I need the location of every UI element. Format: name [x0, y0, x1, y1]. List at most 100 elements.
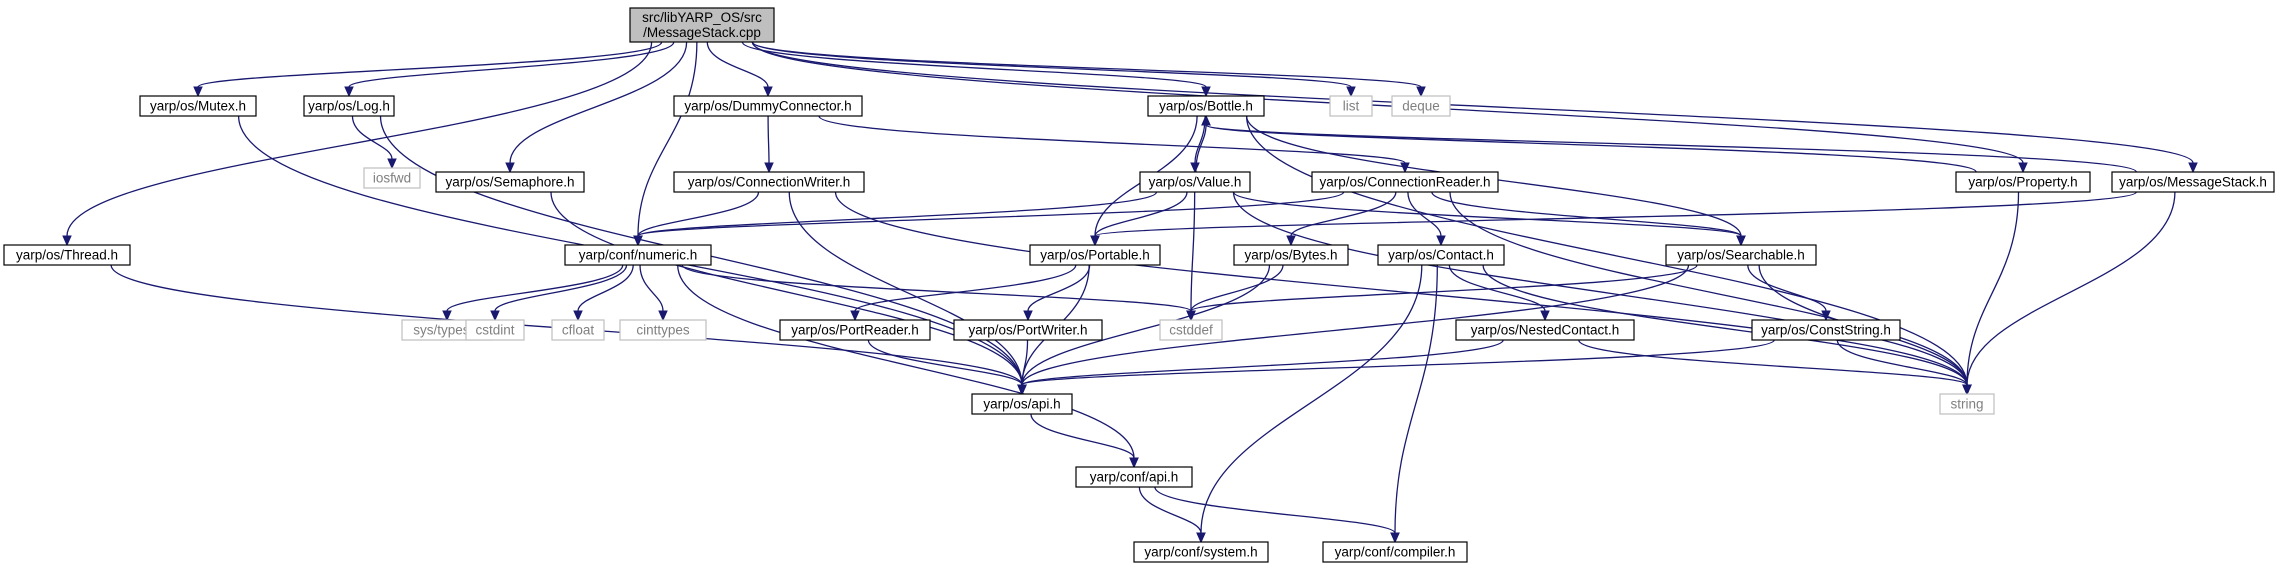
edge-line — [1290, 191, 1397, 237]
node-thread[interactable]: yarp/os/Thread.h — [3, 244, 131, 266]
edge-line — [1021, 339, 1504, 386]
edge-dummy-to-connwriter — [764, 115, 774, 174]
node-mutex[interactable]: yarp/os/Mutex.h — [139, 95, 257, 117]
arrowhead — [1436, 235, 1446, 247]
node-label: yarp/os/ConnectionWriter.h — [688, 175, 851, 190]
node-contact[interactable]: yarp/os/Contact.h — [1377, 244, 1505, 266]
node-semaphore[interactable]: yarp/os/Semaphore.h — [435, 171, 585, 193]
edge-line — [1021, 264, 1271, 386]
node-label: cinttypes — [636, 323, 690, 338]
node-box — [551, 319, 605, 341]
edge-line — [1200, 264, 1423, 534]
node-label: yarp/os/Semaphore.h — [445, 175, 574, 190]
edge-line — [1966, 191, 2176, 386]
edge-line — [1195, 124, 1207, 173]
node-box — [779, 319, 931, 341]
node-connreader[interactable]: yarp/os/ConnectionReader.h — [1311, 171, 1499, 193]
arrowhead — [573, 310, 583, 322]
edge-line — [1094, 191, 1188, 237]
node-conststring[interactable]: yarp/os/ConstString.h — [1751, 319, 1901, 341]
node-value[interactable]: yarp/os/Value.h — [1139, 171, 1251, 193]
arrowhead — [1196, 532, 1206, 544]
edge-root-to-mutex — [193, 41, 663, 98]
node-bytes[interactable]: yarp/os/Bytes.h — [1233, 244, 1349, 266]
node-label: list — [1343, 99, 1360, 114]
arrowhead — [1416, 86, 1426, 98]
node-iosfwd: iosfwd — [363, 167, 421, 189]
node-numeric[interactable]: yarp/conf/numeric.h — [564, 244, 712, 266]
node-label: yarp/os/api.h — [983, 397, 1060, 412]
edge-line — [1448, 264, 1546, 312]
node-label: yarp/conf/system.h — [1144, 545, 1257, 560]
node-label: cstdint — [475, 323, 514, 338]
node-box — [629, 7, 775, 43]
edge-line — [1021, 264, 1690, 386]
node-msgstack[interactable]: yarp/os/MessageStack.h — [2111, 171, 2275, 193]
arrowhead — [658, 310, 668, 322]
node-connwriter[interactable]: yarp/os/ConnectionWriter.h — [673, 171, 865, 193]
node-nested[interactable]: yarp/os/NestedContact.h — [1455, 319, 1635, 341]
edge-root-to-thread — [62, 41, 653, 247]
node-bottle[interactable]: yarp/os/Bottle.h — [1147, 95, 1265, 117]
edge-line — [348, 41, 675, 88]
arrowhead — [193, 86, 203, 98]
node-compiler[interactable]: yarp/conf/compiler.h — [1322, 541, 1468, 563]
arrowhead — [1390, 532, 1400, 544]
node-box — [1455, 319, 1635, 341]
edge-line — [637, 41, 698, 237]
dependency-edges — [62, 41, 2198, 544]
node-box — [1939, 393, 1995, 415]
edge-contact-to-system — [1196, 264, 1423, 544]
edge-line — [639, 264, 664, 312]
arrowhead — [2018, 162, 2028, 174]
node-label: sys/types.h — [413, 323, 481, 338]
edge-numeric-to-cstdint — [490, 264, 628, 322]
node-box — [3, 244, 131, 266]
edge-line — [1030, 413, 1135, 459]
edge-line — [1431, 191, 1742, 237]
node-label: yarp/os/Portable.h — [1040, 248, 1150, 263]
edge-property-to-string — [1962, 191, 2020, 396]
node-box — [673, 95, 863, 117]
edge-line — [1449, 191, 1968, 386]
node-label: deque — [1402, 99, 1440, 114]
node-portable[interactable]: yarp/os/Portable.h — [1029, 244, 1161, 266]
node-portreader[interactable]: yarp/os/PortReader.h — [779, 319, 931, 341]
node-property[interactable]: yarp/os/Property.h — [1955, 171, 2091, 193]
node-osapi[interactable]: yarp/os/api.h — [971, 393, 1073, 415]
node-box — [1322, 541, 1468, 563]
edge-line — [751, 41, 1352, 88]
node-log[interactable]: yarp/os/Log.h — [303, 95, 395, 117]
edge-line — [1232, 191, 1968, 386]
edge-line — [834, 191, 1968, 386]
arrowhead — [1017, 384, 1027, 396]
node-label: yarp/os/MessageStack.h — [2119, 175, 2267, 190]
node-root[interactable]: src/libYARP_OS/src/MessageStack.cpp — [629, 7, 775, 43]
edge-line — [66, 41, 653, 237]
node-label: yarp/conf/numeric.h — [579, 248, 698, 263]
node-label: cstddef — [1169, 323, 1213, 338]
arrowhead — [1190, 162, 1200, 174]
node-label: yarp/conf/api.h — [1090, 470, 1179, 485]
node-dummy[interactable]: yarp/os/DummyConnector.h — [673, 95, 863, 117]
node-portwriter[interactable]: yarp/os/PortWriter.h — [953, 319, 1103, 341]
node-box — [1075, 466, 1193, 488]
edge-line — [197, 41, 663, 88]
node-system[interactable]: yarp/conf/system.h — [1133, 541, 1269, 563]
node-label: /MessageStack.cpp — [643, 25, 761, 40]
edge-line — [550, 191, 1023, 386]
edge-line — [788, 191, 1023, 386]
node-confapi[interactable]: yarp/conf/api.h — [1075, 466, 1193, 488]
arrowhead — [442, 310, 452, 322]
edge-connreader-to-bytes — [1286, 191, 1397, 247]
node-box — [1159, 319, 1223, 341]
node-box — [1233, 244, 1349, 266]
node-box — [673, 171, 865, 193]
edge-root-to-msgstack — [751, 41, 2198, 174]
edge-numeric-to-confapi — [677, 264, 1139, 469]
edge-root-to-log — [344, 41, 675, 98]
node-searchable[interactable]: yarp/os/Searchable.h — [1665, 244, 1817, 266]
node-cinttypes: cinttypes — [619, 319, 707, 341]
edge-connreader-to-contact — [1407, 191, 1446, 247]
edge-line — [1021, 339, 1775, 386]
